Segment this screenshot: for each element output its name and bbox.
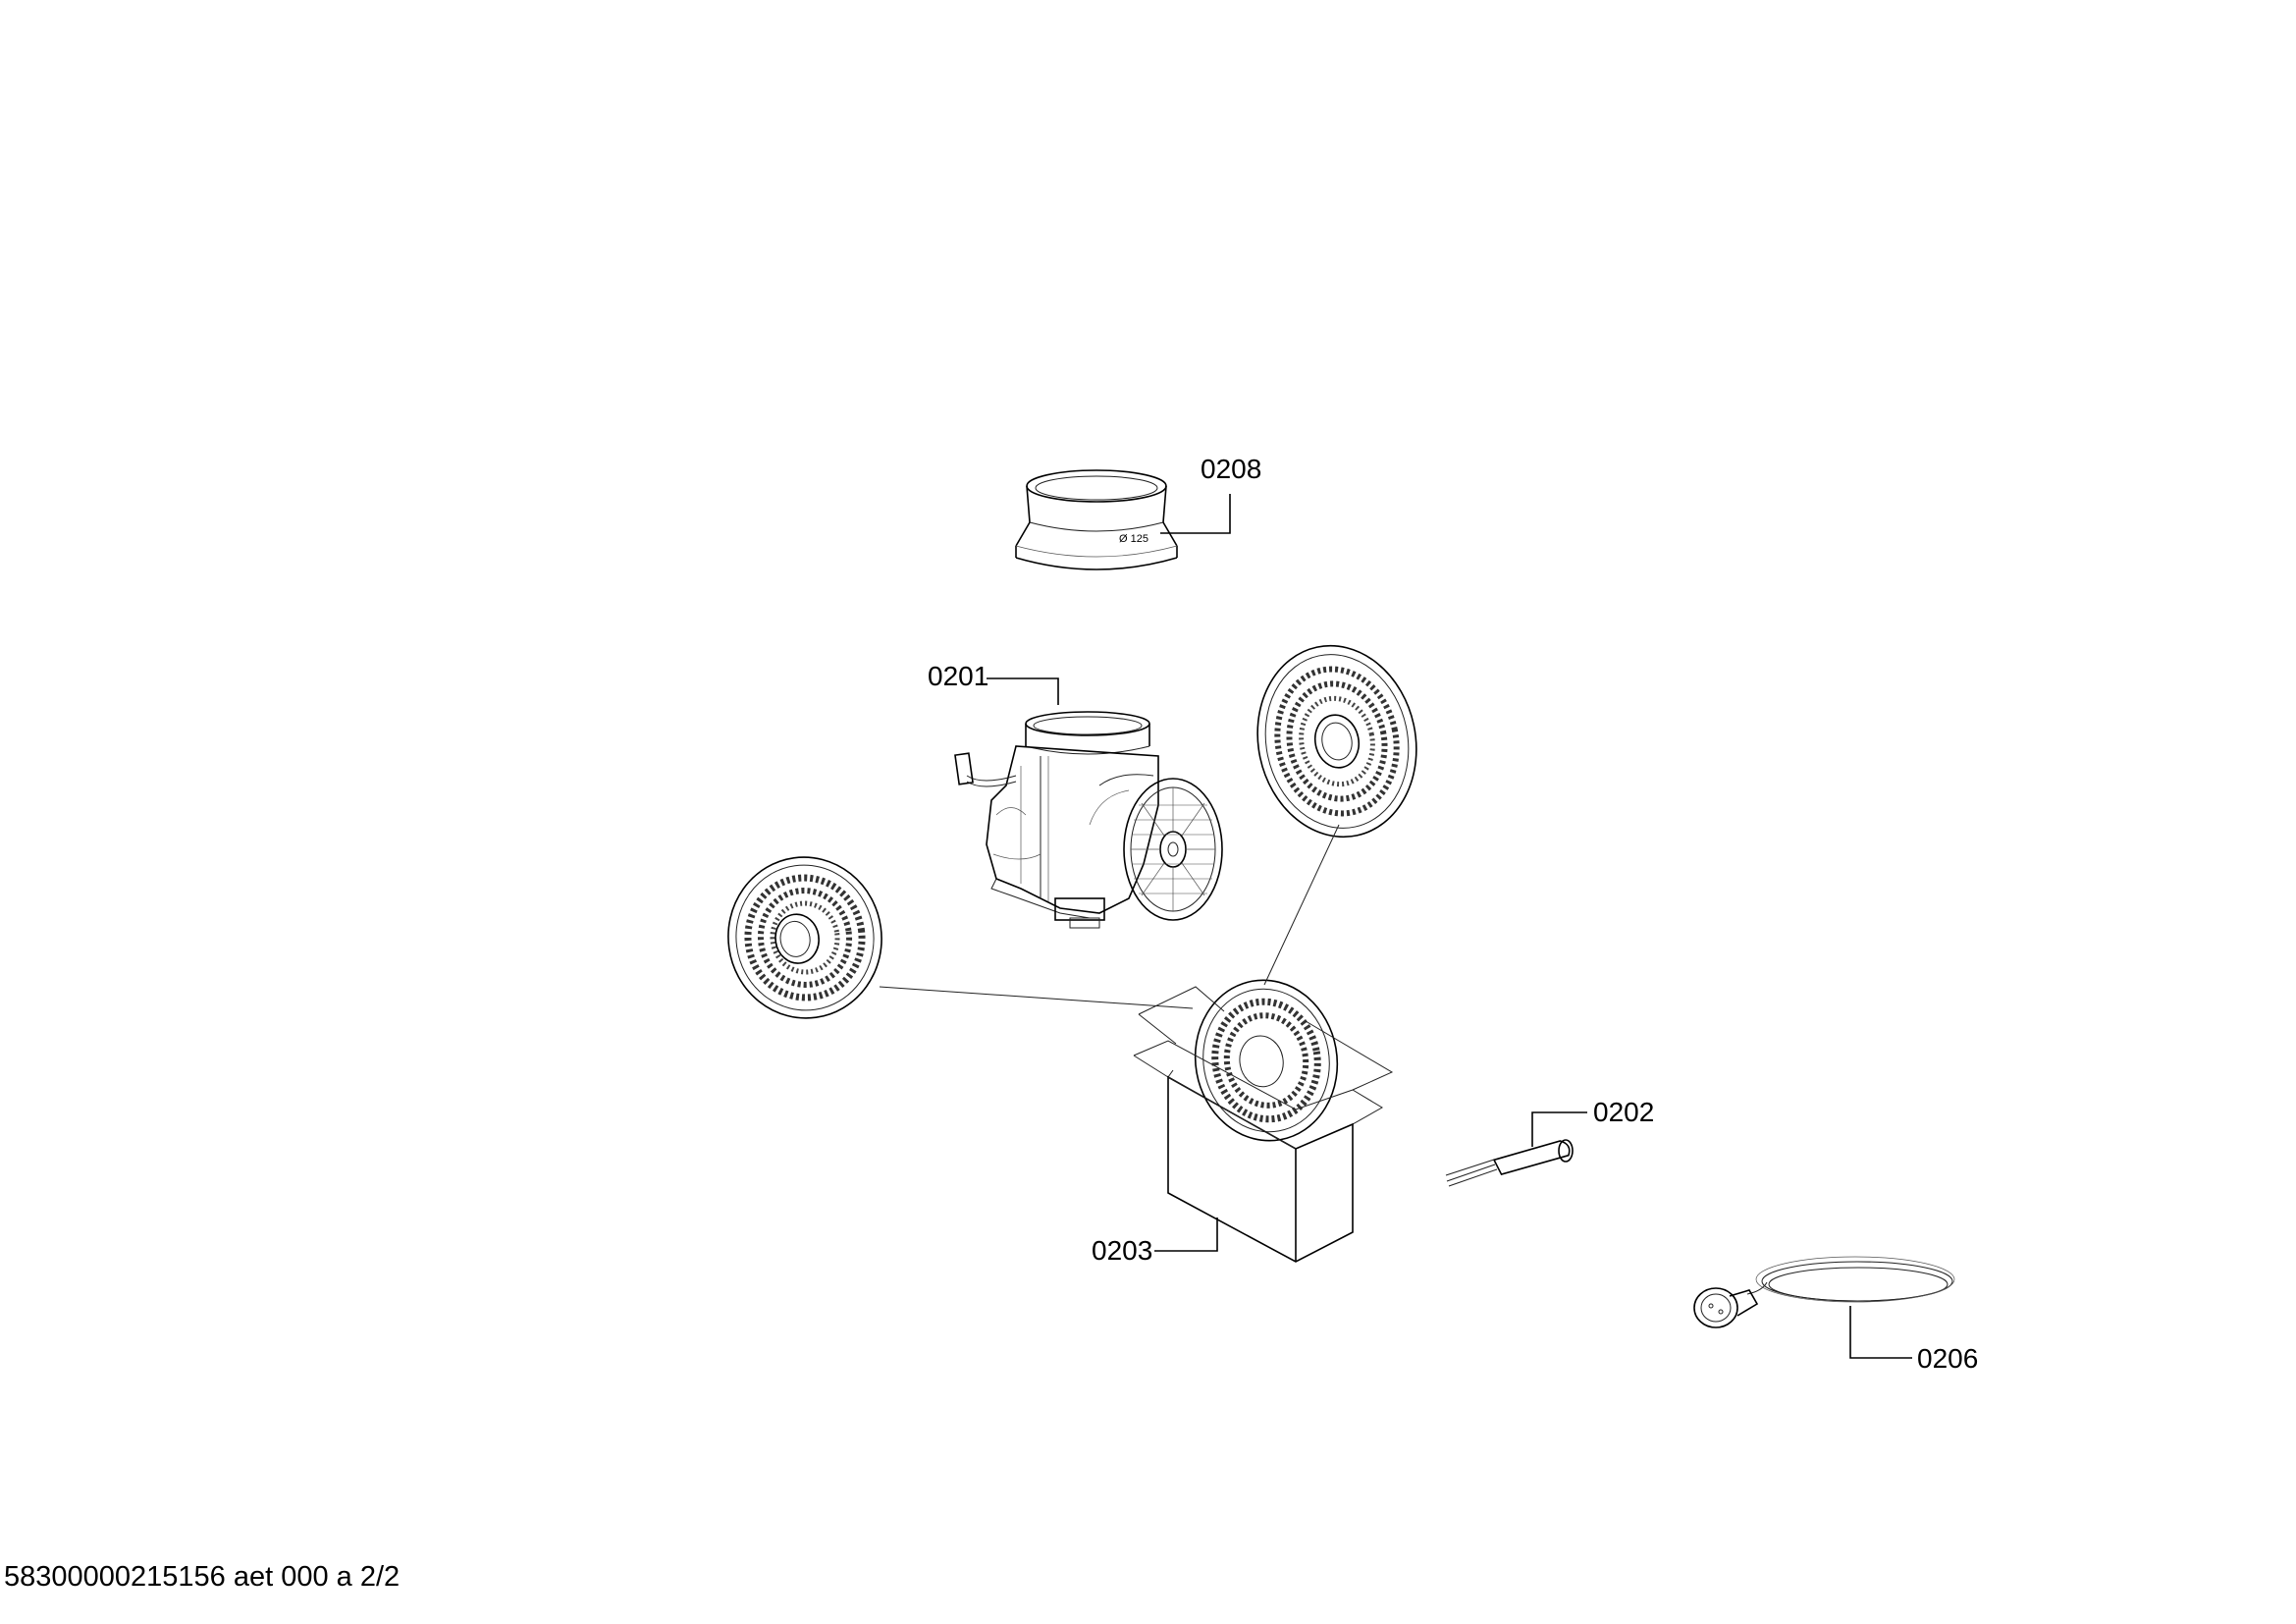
power-cord-drawing: [1693, 1256, 1955, 1328]
part-label-0202: 0202: [1593, 1097, 1654, 1127]
leader-line-0203: [1154, 1218, 1218, 1252]
leader-line-0202: [1531, 1111, 1587, 1147]
carbon-filter-left-drawing: [727, 856, 882, 1019]
document-footer-id: 58300000215156 aet 000 a 2/2: [4, 1561, 400, 1593]
leader-line-0201: [987, 677, 1059, 705]
adapter-diameter-marking: Ø 125: [1119, 533, 1148, 545]
part-label-0201: 0201: [928, 661, 988, 691]
connector-line-right-filter: [1263, 824, 1340, 986]
capacitor-drawing: [1445, 1139, 1574, 1187]
carbon-filter-right-drawing: [1256, 644, 1417, 839]
filter-box-drawing: [1133, 979, 1394, 1263]
adapter-ring-drawing: Ø 125: [1015, 469, 1178, 570]
part-label-0203: 0203: [1092, 1235, 1152, 1266]
connector-line-left-filter: [879, 986, 1194, 1009]
blower-motor-drawing: [954, 711, 1223, 929]
leader-line-0206: [1849, 1306, 1912, 1359]
part-label-0208: 0208: [1201, 454, 1261, 484]
part-label-0206: 0206: [1917, 1343, 1978, 1374]
leader-line-0208: [1160, 494, 1231, 534]
